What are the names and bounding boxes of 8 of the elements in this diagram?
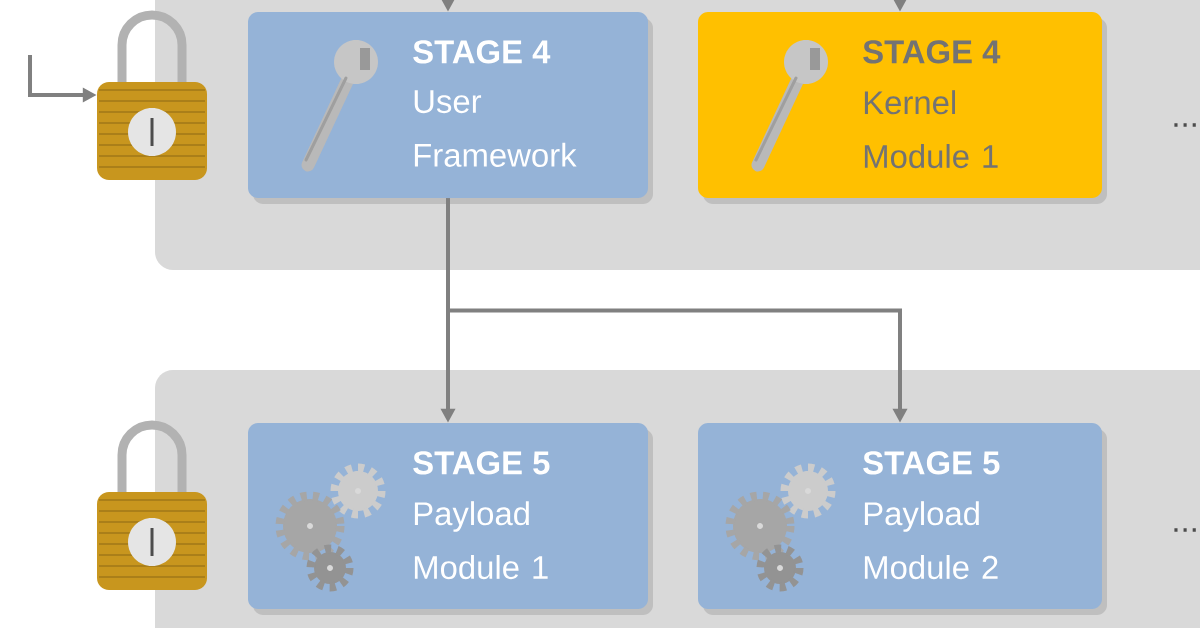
stage-box: STAGE 4 Kernel Module 1 — [698, 12, 1107, 204]
ellipsis: ... — [1174, 123, 1196, 127]
stage-box: STAGE 5 Payload Module 1 — [248, 423, 653, 615]
padlock-drawing — [97, 10, 207, 180]
ellipsis: ... — [1174, 528, 1196, 532]
padlock-drawing — [97, 420, 207, 590]
stage-box: STAGE 4 User Framework — [248, 12, 653, 204]
stage-box: STAGE 5 Payload Module 2 — [698, 423, 1107, 615]
